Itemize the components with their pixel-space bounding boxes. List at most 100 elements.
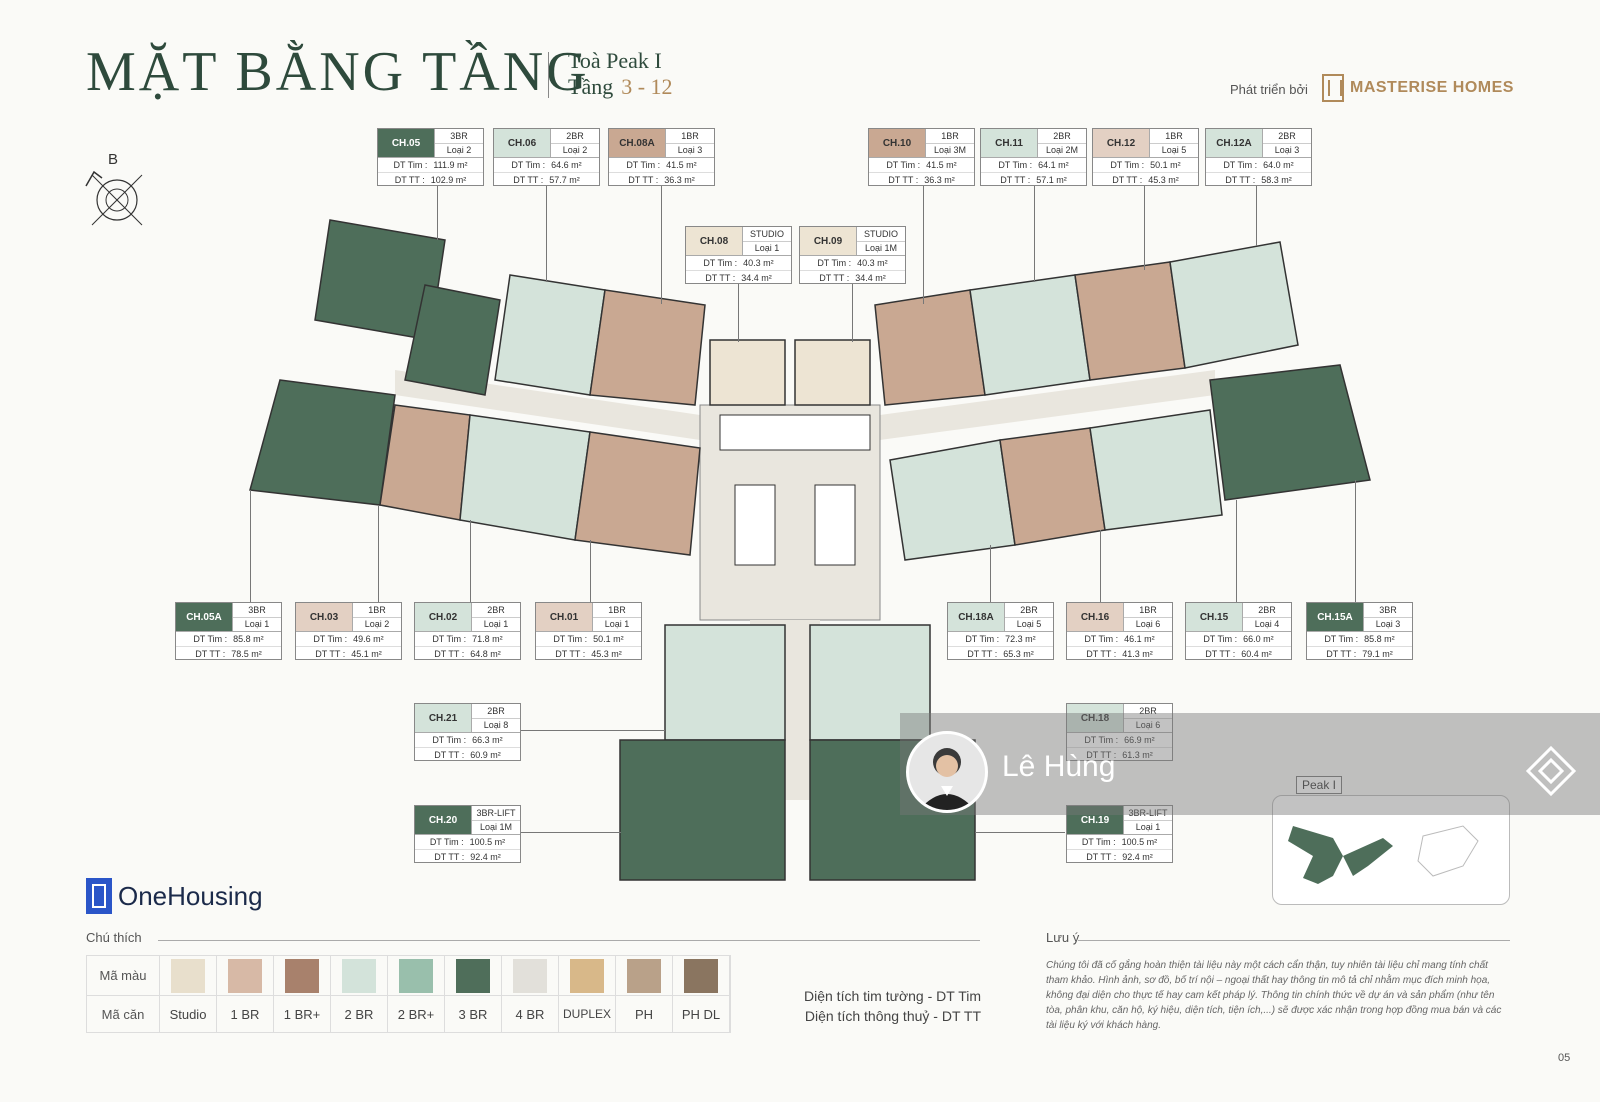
leader-line [1034, 186, 1035, 282]
tt-area: 92.4 m² [470, 852, 501, 862]
tim-label: DT Tim : [193, 634, 228, 644]
legend-item-label: Studio [160, 995, 216, 1032]
tt-area: 41.3 m² [1122, 649, 1153, 659]
tim-area: 71.8 m² [472, 634, 503, 644]
legend-swatch [171, 958, 205, 993]
tt-label: DT TT : [513, 175, 544, 185]
tt-label: DT TT : [394, 175, 425, 185]
unit-type: Loại 1 [743, 240, 791, 256]
unit-bedrooms: 2BR [1139, 705, 1157, 716]
tim-area: 66.0 m² [1243, 634, 1274, 644]
legend-swatch [456, 958, 490, 993]
tt-label: DT TT : [888, 175, 919, 185]
unit-type: Loại 3M [926, 142, 974, 158]
unit-code: CH.09 [800, 227, 856, 255]
unit-type: Loại 4 [1243, 616, 1291, 632]
unit-code: CH.05 [378, 129, 434, 157]
unit-type: Loại 5 [1150, 142, 1198, 158]
leader-line [1144, 186, 1145, 270]
legend-row-label-color: Mã màu [99, 968, 147, 984]
unit-code: CH.19 [1067, 806, 1123, 834]
tim-label: DT Tim : [432, 634, 467, 644]
tt-label: DT TT : [1086, 852, 1117, 862]
tt-area: 45.3 m² [1148, 175, 1179, 185]
tim-label: DT Tim : [313, 634, 348, 644]
unit-type: Loại 2 [551, 142, 599, 158]
unit-bedrooms: 1BR [608, 604, 626, 615]
tt-label: DT TT : [1225, 175, 1256, 185]
unit-bedrooms: 2BR [566, 130, 584, 141]
page-number: 05 [1558, 1052, 1571, 1064]
unit-type: Loại 3 [1263, 142, 1311, 158]
legend-item: PH DL [673, 956, 730, 1032]
legend-swatch [627, 958, 661, 993]
unit-code: CH.08A [609, 129, 665, 157]
tim-label: DT Tim : [965, 634, 1000, 644]
unit-code: CH.20 [415, 806, 471, 834]
leader-line [437, 186, 438, 240]
unit-bedrooms: 2BR [1020, 604, 1038, 615]
unit-bedrooms: 3BR [450, 130, 468, 141]
unit-bedrooms: 1BR [1139, 604, 1157, 615]
legend-item: DUPLEX [559, 956, 616, 1032]
tt-area: 57.7 m² [549, 175, 580, 185]
tt-label: DT TT : [819, 273, 850, 283]
unit-bedrooms: 3BR [1379, 604, 1397, 615]
tim-area: 66.3 m² [472, 735, 503, 745]
legend-item: 3 BR [445, 956, 502, 1032]
tt-label: DT TT : [1112, 175, 1143, 185]
tt-label: DT TT : [1326, 649, 1357, 659]
onehousing-logo: OneHousing [86, 878, 263, 914]
leader-line [378, 505, 379, 602]
watermark-avatar [906, 731, 988, 813]
legend-item-label: PH DL [673, 995, 729, 1032]
unit-bedrooms: 1BR [1165, 130, 1183, 141]
onehousing-logo-icon [86, 878, 112, 914]
tim-area: 50.1 m² [593, 634, 624, 644]
tim-area: 50.1 m² [1150, 160, 1181, 170]
tt-label: DT TT : [628, 175, 659, 185]
legend-item-label: 1 BR+ [274, 995, 330, 1032]
tim-area: 100.5 m² [469, 837, 506, 847]
tt-label: DT TT : [1086, 750, 1117, 760]
unit-type: Loại 3 [1364, 616, 1412, 632]
legend-item: 2 BR+ [388, 956, 445, 1032]
tt-area: 45.3 m² [591, 649, 622, 659]
legend-item: 2 BR [331, 956, 388, 1032]
masterise-logo-icon [1322, 74, 1344, 102]
tim-area: 111.9 m² [433, 160, 468, 170]
legend-swatch [570, 958, 604, 993]
unit-bedrooms: 1BR [368, 604, 386, 615]
tt-label: DT TT : [555, 649, 586, 659]
leader-line [1236, 500, 1237, 602]
legend-swatch [513, 958, 547, 993]
unit-code: CH.12A [1206, 129, 1262, 157]
unit-type: Loại 8 [472, 717, 520, 733]
floor-label: Tầng [568, 74, 614, 99]
tim-label: DT Tim : [1081, 837, 1116, 847]
legend-item-label: 3 BR [445, 995, 501, 1032]
tim-area: 41.5 m² [666, 160, 697, 170]
area-definition-tim: Diện tích tim tường - DT Tim [804, 988, 981, 1004]
unit-type: Loại 1M [472, 819, 520, 835]
tim-area: 85.8 m² [233, 634, 264, 644]
unit-code: CH.03 [296, 603, 352, 631]
tim-label: DT Tim : [1110, 160, 1145, 170]
unit-type: Loại 3 [666, 142, 714, 158]
watermark-name: Lê Hùng [1002, 750, 1116, 783]
tt-label: DT TT : [195, 649, 226, 659]
tim-area: 72.3 m² [1005, 634, 1036, 644]
tim-area: 85.8 m² [1364, 634, 1395, 644]
unit-code: CH.02 [415, 603, 471, 631]
unit-bedrooms: 1BR [941, 130, 959, 141]
tt-area: 36.3 m² [924, 175, 955, 185]
legend-item-label: DUPLEX [559, 995, 615, 1032]
title-divider [548, 52, 549, 98]
tt-label: DT TT : [1000, 175, 1031, 185]
